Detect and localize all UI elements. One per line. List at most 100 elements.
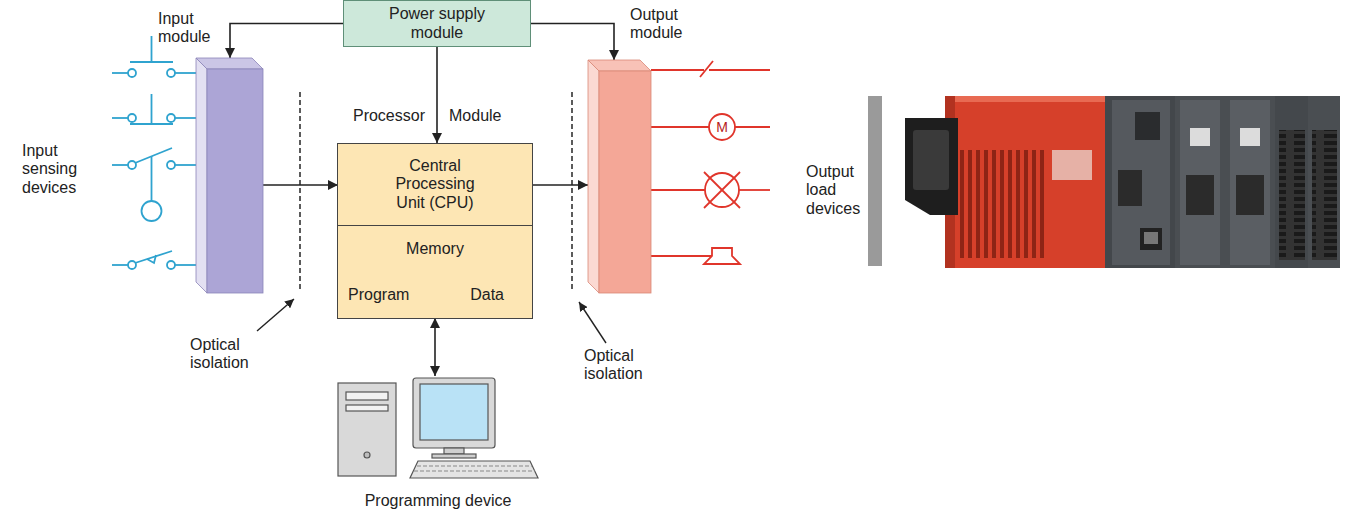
input-switch-symbols <box>167 161 175 169</box>
plc-photo <box>1279 130 1305 260</box>
input-switch-symbols <box>142 201 162 221</box>
input-switch-symbols <box>151 36 153 62</box>
plc-photo <box>1279 130 1305 260</box>
plc-photo <box>1230 100 1270 265</box>
computer-illustration <box>410 461 538 478</box>
connector-arrow <box>263 184 338 186</box>
computer-illustration <box>346 405 388 411</box>
output-load-symbols <box>704 248 740 264</box>
connector-arrow <box>434 318 436 376</box>
output-load-symbols <box>705 173 739 207</box>
input-switch-symbols <box>167 261 175 269</box>
plc-photo <box>1236 175 1264 215</box>
plc-photo <box>1140 228 1162 250</box>
plc-photo <box>1308 96 1340 268</box>
computer-illustration <box>346 392 388 400</box>
input-switch-symbols <box>130 123 173 125</box>
processor-module: ProcessorModuleCentral Processing Unit (… <box>337 143 533 319</box>
isolation-label: Optical isolation <box>190 336 274 373</box>
plc-photo <box>868 96 1340 268</box>
power-supply-box: Power supply module <box>343 0 531 47</box>
plc-photo <box>868 96 882 266</box>
output-load-symbols <box>651 126 709 128</box>
isolation-label: Optical isolation <box>584 347 668 384</box>
computer-illustration <box>338 378 538 478</box>
output-load-symbols <box>704 172 740 208</box>
output-load-symbols <box>651 255 712 257</box>
output-load-symbols <box>651 189 705 191</box>
plc-photo <box>958 150 1046 258</box>
output-load-symbols <box>739 189 770 191</box>
output-load-symbols <box>651 61 770 77</box>
plc-photo <box>1135 112 1160 140</box>
computer-illustration <box>444 448 464 454</box>
module-shape <box>588 60 599 293</box>
computer-illustration <box>414 466 535 471</box>
input-switch-symbols <box>151 156 153 201</box>
connector-arrow <box>532 184 588 186</box>
module-shape <box>196 58 263 69</box>
module-shape <box>196 58 207 293</box>
input-switch-symbols <box>128 114 136 122</box>
module-shape <box>207 69 263 293</box>
plc-photo <box>1180 100 1220 265</box>
module-shape <box>196 58 263 293</box>
computer-illustration <box>338 383 396 476</box>
input-switch-symbols <box>147 255 156 263</box>
output-load-symbols <box>651 61 770 264</box>
input-switch-symbols <box>128 69 136 77</box>
input-switch-symbols <box>112 117 128 119</box>
computer-illustration <box>364 452 370 458</box>
motor-letter: M <box>714 119 730 135</box>
node-text: Central Processing Unit (CPU) <box>379 157 491 212</box>
output-module: Output module <box>588 60 651 293</box>
computer-illustration <box>432 454 476 458</box>
node-text: Input module <box>158 10 216 47</box>
plc-photo <box>1186 175 1214 215</box>
input-switch-symbols <box>135 148 172 163</box>
plc-photo <box>1144 232 1158 244</box>
plc-photo <box>1190 128 1210 146</box>
memory-section: MemoryProgram Data <box>338 226 532 318</box>
plc-photo <box>1052 150 1092 180</box>
plc-photo <box>945 96 1105 268</box>
input-switch-symbols <box>167 114 175 122</box>
module-shape <box>599 71 651 293</box>
node-text: Output module <box>630 6 688 43</box>
input-switch-symbols <box>167 69 175 77</box>
plc-photo <box>1118 170 1142 206</box>
plc-photo <box>1225 96 1275 268</box>
node-text: Data <box>470 286 504 304</box>
output-load-symbols <box>709 114 735 140</box>
cpu-section: Central Processing Unit (CPU) <box>338 144 532 226</box>
device-group-label: Output load devices <box>806 163 868 218</box>
connector-arrow <box>436 47 438 143</box>
connector-arrow <box>230 24 343 59</box>
input-switch-symbols <box>175 164 197 166</box>
input-switch-symbols <box>112 164 128 166</box>
leader-arrow <box>257 299 294 331</box>
input-switch-symbols <box>112 36 197 269</box>
input-switch-symbols <box>175 72 197 74</box>
leader-arrow <box>579 302 606 343</box>
plc-photo <box>905 118 958 215</box>
plc-photo <box>1312 130 1337 260</box>
plc-photo <box>1275 96 1308 268</box>
output-load-symbols <box>704 172 740 208</box>
node-text: Program <box>348 286 409 304</box>
device-group-label: Input sensing devices <box>22 142 86 197</box>
plc-photo <box>1312 130 1337 260</box>
node-text: Processor <box>353 107 425 125</box>
programming-device: Programming device <box>333 376 543 511</box>
plc-photo <box>1240 128 1260 146</box>
node-text: Memory <box>338 240 532 258</box>
connector-arrow <box>531 24 614 61</box>
plc-photo <box>1175 96 1225 268</box>
computer-illustration <box>413 378 495 448</box>
input-switch-symbols <box>151 94 153 124</box>
plc-photo <box>1105 96 1175 268</box>
isolation-barrier <box>571 92 573 292</box>
node-text: Programming device <box>333 492 543 510</box>
input-module: Input module <box>196 58 263 293</box>
plc-photo <box>1112 100 1170 265</box>
